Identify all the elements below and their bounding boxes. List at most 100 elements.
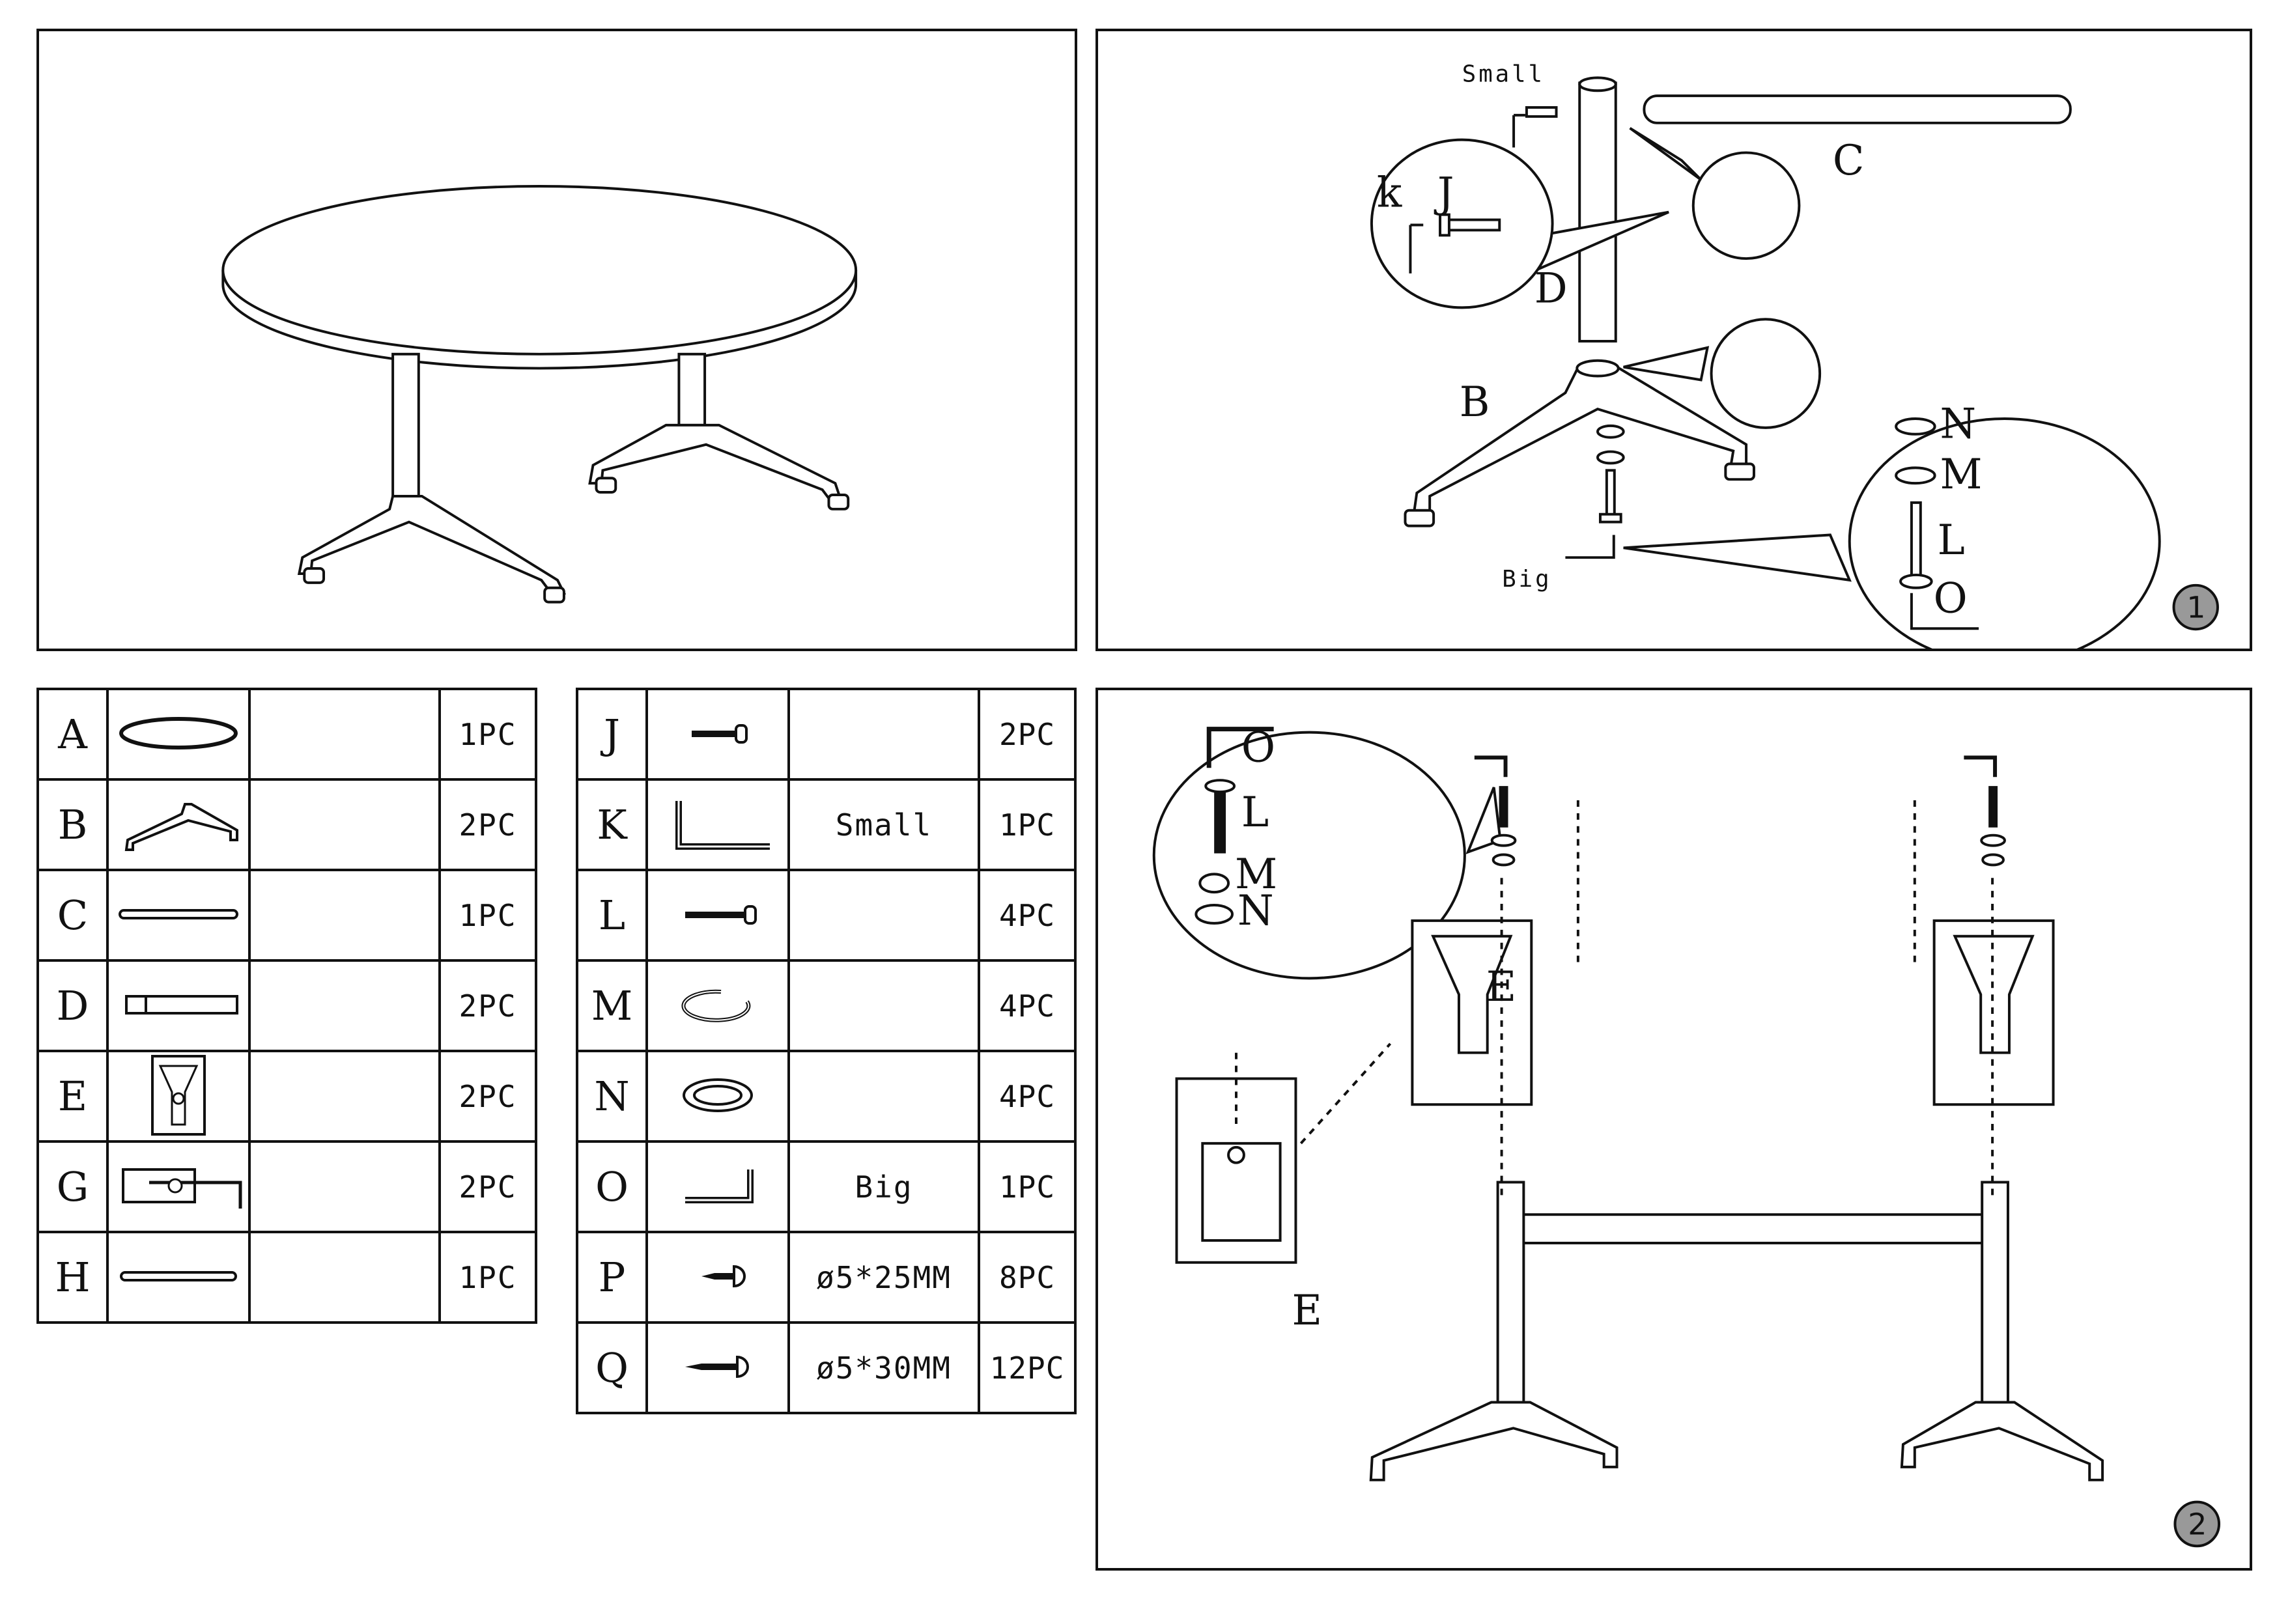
table-row: P ø5*25MM 8PC <box>576 1231 1077 1324</box>
step-2-number: 2 <box>2188 1507 2207 1541</box>
label-e-top: E <box>1486 963 1516 1011</box>
table-row: B 2PC <box>36 778 537 871</box>
part-letter: J <box>576 688 648 781</box>
tripod-b <box>1412 365 1748 517</box>
label-m: M <box>1235 850 1277 899</box>
part-desc <box>248 959 441 1052</box>
parts-table-left: A 1PC B 2PC C 1PC D 2PC E 2PC <box>36 688 537 1324</box>
small-allen-key-icon <box>645 778 790 871</box>
washer-n-right <box>1980 833 2006 847</box>
right-column <box>677 352 707 427</box>
tripod-foot-1 <box>1724 462 1755 481</box>
step-1-drawing: Small Big k J C D B N M L O 1 <box>1370 61 2219 649</box>
label-b: B <box>1460 378 1490 426</box>
step-2-badge <box>2173 1500 2221 1548</box>
label-l: L <box>1241 789 1269 837</box>
part-letter: E <box>36 1050 109 1143</box>
bolt-l-right <box>1988 786 1998 828</box>
part-desc <box>248 688 441 781</box>
washer-m-left <box>1491 853 1516 867</box>
label-m: M <box>1940 450 1983 498</box>
callout-washer-n <box>1194 904 1234 925</box>
callout-pointer-c <box>1629 127 1703 181</box>
right-foot-1 <box>595 477 617 494</box>
tripod-socket <box>1576 359 1620 378</box>
small-screw <box>1525 106 1558 118</box>
step-2-panel: E E O L M N 2 <box>1096 688 2252 1571</box>
parts-table-right: J 2PC K Small 1PC L 4PC M 4PC N 4PC <box>576 688 1077 1414</box>
table-row: K Small 1PC <box>576 778 1077 871</box>
callout-washer-n <box>1895 417 1936 436</box>
step-1-badge <box>2172 583 2219 631</box>
part-letter: H <box>36 1231 109 1324</box>
callout-bolt-l <box>1214 786 1226 854</box>
part-desc: ø5*30MM <box>787 1321 980 1414</box>
label-n: N <box>1940 400 1977 448</box>
bracket-with-key-icon <box>106 1140 251 1233</box>
table-row: L 4PC <box>576 869 1077 962</box>
part-qty: 4PC <box>978 1050 1077 1143</box>
tripod-right <box>1900 1401 2104 1481</box>
part-qty: 2PC <box>978 688 1077 781</box>
step-1-panel: Small Big k J C D B N M L O 1 <box>1096 29 2252 651</box>
tabletop <box>221 185 858 356</box>
label-o: O <box>1241 723 1275 772</box>
part-qty: 2PC <box>438 959 537 1052</box>
part-desc <box>248 1231 441 1324</box>
label-e-bottom: E <box>1292 1287 1322 1335</box>
left-foot-1 <box>303 567 326 584</box>
label-d: D <box>1534 264 1568 312</box>
bolt-l-head <box>1598 512 1622 524</box>
crossbar-tube-icon <box>106 869 251 962</box>
part-desc: Big <box>787 1140 980 1233</box>
plate-e-detail-hole <box>1227 1145 1245 1164</box>
part-desc <box>787 1050 980 1143</box>
callout-bolt-l <box>1910 501 1922 581</box>
part-letter: L <box>576 869 648 962</box>
table-row: D 2PC <box>36 959 537 1052</box>
part-letter: B <box>36 778 109 871</box>
callout-nml <box>1848 417 2161 649</box>
table-row: N 4PC <box>576 1050 1077 1143</box>
tripod-foot-2 <box>1404 509 1435 527</box>
assembled-table-panel <box>36 29 1077 651</box>
label-n: N <box>1237 887 1274 935</box>
part-letter: D <box>36 959 109 1052</box>
table-row: C 1PC <box>36 869 537 962</box>
k-key <box>1409 223 1424 273</box>
part-desc <box>248 869 441 962</box>
tripod-base-icon <box>106 778 251 871</box>
big-key <box>1565 535 1615 559</box>
tabletop-ellipse-icon <box>106 688 251 781</box>
part-desc <box>248 778 441 871</box>
tripod-left <box>1369 1401 1619 1481</box>
bolt-l <box>1605 469 1616 517</box>
label-o: O <box>1934 574 1968 622</box>
part-qty: 1PC <box>978 1140 1077 1233</box>
part-desc <box>787 959 980 1052</box>
table-row: Q ø5*30MM 12PC <box>576 1321 1077 1414</box>
callout-washer-m <box>1198 873 1230 894</box>
step-1-number: 1 <box>2186 590 2205 624</box>
label-j: J <box>1434 169 1454 217</box>
big-allen-key-icon <box>645 1140 790 1233</box>
callout-bolt-head <box>1204 779 1236 794</box>
wood-screw-long-icon <box>645 1321 790 1414</box>
right-tripod <box>588 423 844 504</box>
part-qty: 8PC <box>978 1231 1077 1324</box>
column-right <box>1981 1181 2009 1404</box>
part-letter: M <box>576 959 648 1052</box>
part-qty: 4PC <box>978 869 1077 962</box>
part-qty: 4PC <box>978 959 1077 1052</box>
wood-screw-icon <box>645 1231 790 1324</box>
short-bolt-icon <box>645 688 790 781</box>
table-row: O Big 1PC <box>576 1140 1077 1233</box>
callout-pointer-b <box>1623 346 1710 382</box>
j-bolt-head <box>1439 213 1450 237</box>
label-l: L <box>1938 516 1965 564</box>
table-row: H 1PC <box>36 1231 537 1324</box>
part-desc <box>248 1050 441 1143</box>
part-qty: 1PC <box>438 688 537 781</box>
part-qty: 12PC <box>978 1321 1077 1414</box>
callout-bolt-head <box>1899 573 1933 589</box>
